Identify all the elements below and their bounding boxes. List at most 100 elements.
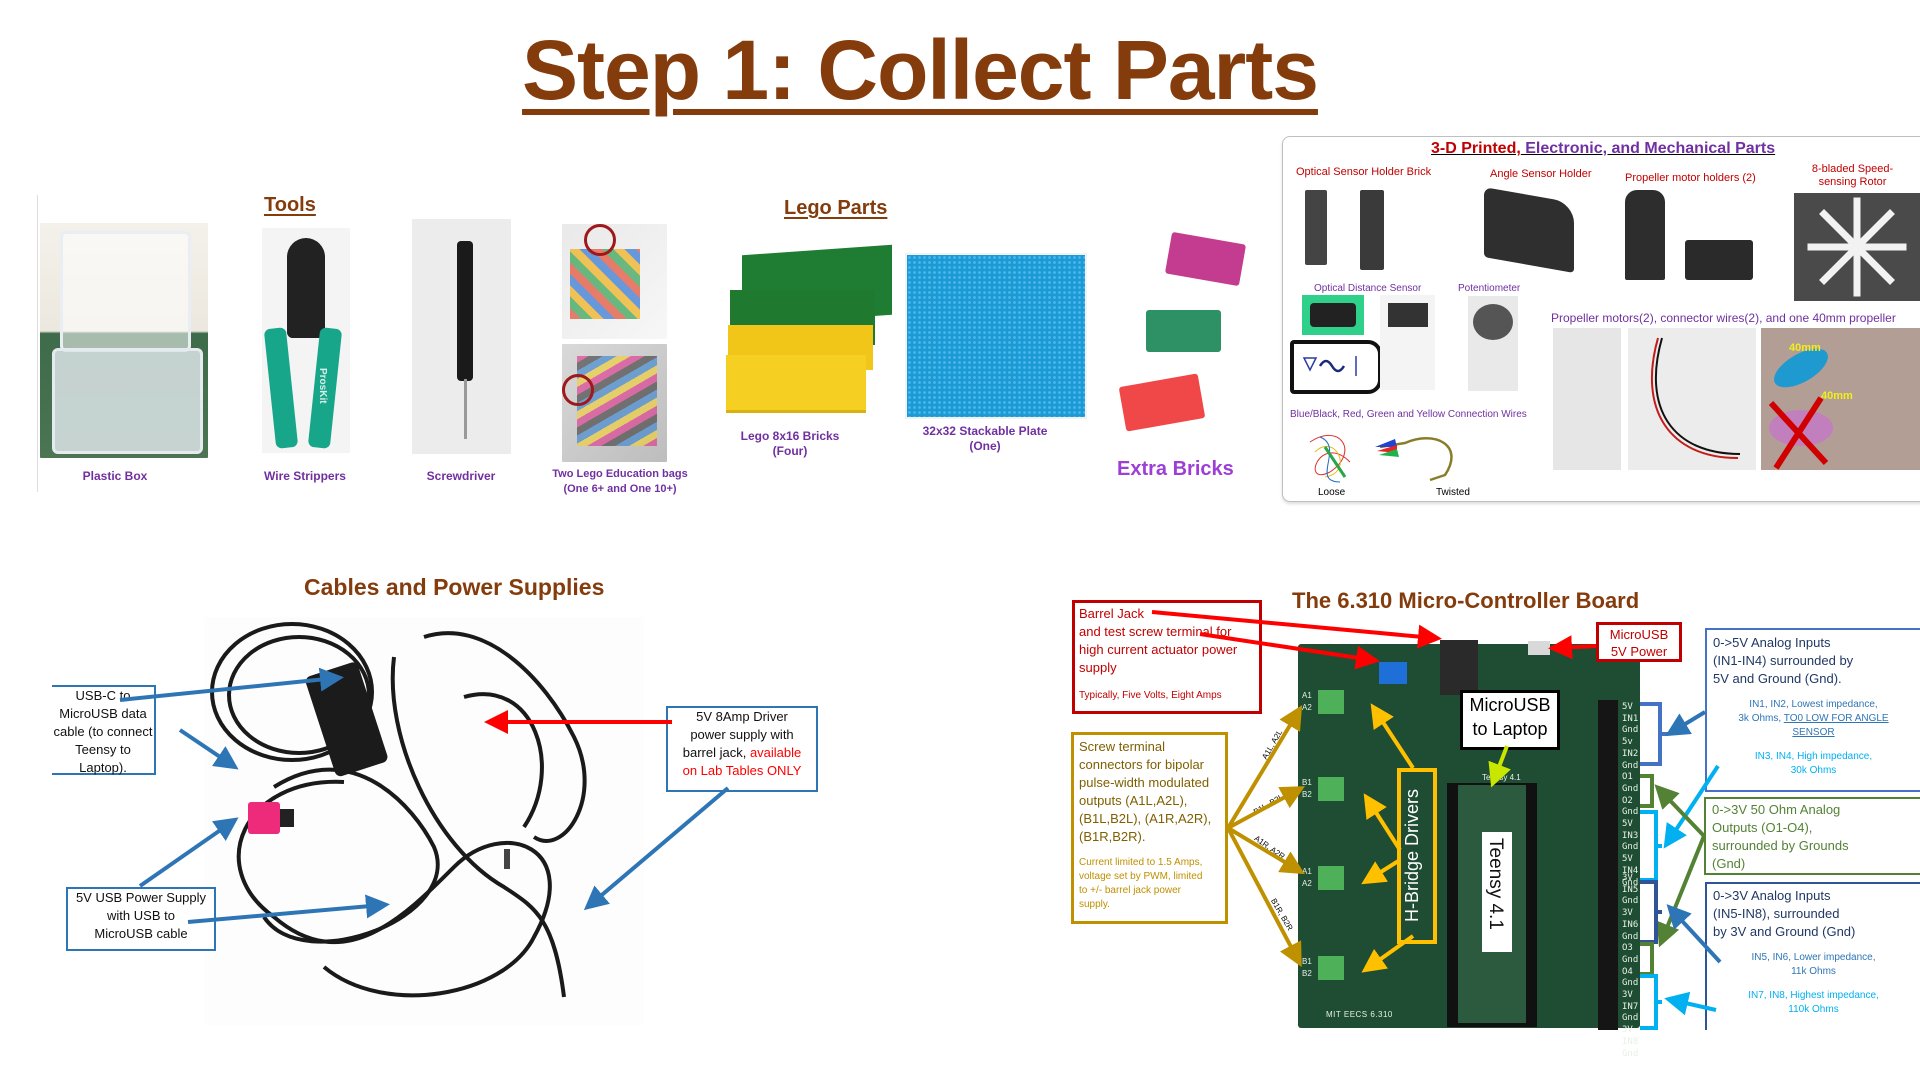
in78-note-line: 110k Ohms	[1788, 1004, 1839, 1015]
potentiometer-knob	[1473, 304, 1513, 340]
lego-bricks-label-line1: Lego 8x16 Bricks	[740, 429, 840, 443]
too-low-warning: TO0 LOW FOR ANGLE	[1783, 713, 1889, 724]
pin-label: Gnd	[1622, 725, 1639, 736]
analog-5v-inputs-callout: 0->5V Analog Inputs (IN1-IN4) surrounded…	[1705, 628, 1920, 792]
potentiometer-photo	[1468, 296, 1518, 391]
arrow-label-a1l-a2l: A1L, A2L	[1260, 728, 1285, 761]
optical-sensor-schematic	[1290, 340, 1382, 394]
in56-note-line: IN5, IN6, Lower impedance,	[1751, 952, 1876, 963]
lego-bag-6plus-photo	[562, 224, 667, 339]
plastic-box-label: Plastic Box	[82, 469, 148, 483]
in12-note-line: IN1, IN2, Lowest impedance,	[1749, 699, 1878, 710]
lego-bricks-label-line2: (Four)	[772, 444, 808, 458]
microusb-laptop-callout: MicroUSB to Laptop	[1460, 690, 1560, 750]
screwdriver-photo	[412, 219, 511, 454]
pin-label: Gnd	[1622, 954, 1639, 965]
terminal-label: B2	[1302, 969, 1312, 978]
pin-label: Gnd	[1622, 1013, 1639, 1024]
pin-label: O1	[1622, 772, 1633, 783]
usb-supply-callout-line: 5V USB Power Supply	[75, 890, 207, 905]
barrel-jack-line: high current actuator power	[1079, 642, 1238, 657]
extra-brick-red	[1118, 373, 1206, 432]
board-heading: The 6.310 Micro-Controller Board	[1292, 588, 1640, 613]
pin-label: Gnd	[1622, 896, 1639, 907]
plastic-box-photo	[40, 223, 208, 458]
connector-wires-photo	[1628, 328, 1756, 470]
bracket	[1640, 942, 1654, 976]
parts-heading-purple: Electronic, and Mechanical Parts	[1520, 140, 1776, 157]
parts-panel-heading: 3-D Printed, Electronic, and Mechanical …	[1431, 140, 1775, 158]
lego-bag-pieces	[570, 249, 640, 319]
arrow-label-a1r-a2r: A1R, A2R	[1252, 833, 1287, 862]
pin-label: 5V	[1622, 854, 1633, 865]
stackable-plate	[907, 255, 1085, 417]
cables-heading: Cables and Power Supplies	[304, 574, 605, 600]
holder-brick-photo	[1305, 190, 1327, 265]
arrow	[1654, 784, 1706, 838]
tools-heading: Tools	[264, 194, 316, 216]
in78-note-line: IN7, IN8, Highest impedance,	[1748, 990, 1879, 1001]
microusb-laptop-line: to Laptop	[1472, 719, 1548, 739]
rotor-label-line2: sensing Rotor	[1818, 176, 1887, 188]
pin-label: 5V	[1622, 819, 1633, 830]
arrow-label-b1r-b2r: B1R, B2R	[1268, 896, 1295, 933]
lego-bags-label: Two Lego Education bags (One 6+ and One …	[550, 467, 690, 497]
screw-terminal-line: (B1R,B2R).	[1079, 829, 1146, 844]
in34-note-line: 30k Ohms	[1790, 765, 1837, 776]
pin-header-top	[1598, 700, 1618, 888]
rotor-label: 8-bladed Speed- sensing Rotor	[1785, 163, 1920, 189]
screw-note-line: supply.	[1079, 899, 1110, 910]
sensor-body	[1310, 303, 1356, 327]
pin-label: Gnd	[1622, 978, 1639, 989]
barrel-jack-line: Barrel Jack	[1079, 606, 1145, 621]
screw-note-line: to +/- barrel jack power	[1079, 885, 1181, 896]
screw-terminal	[1318, 956, 1344, 980]
analog-outputs-callout: 0->3V 50 Ohm Analog Outputs (O1-O4), sur…	[1704, 797, 1920, 875]
terminal-label: A2	[1302, 703, 1312, 712]
pin-label: Gnd	[1622, 760, 1639, 771]
twisted-wires-photo	[1375, 425, 1465, 485]
box-base	[52, 348, 203, 454]
pin-label: Gnd	[1622, 877, 1639, 888]
bracket	[1640, 702, 1668, 766]
cables-photo	[204, 617, 644, 1025]
hbridge-box	[1397, 768, 1437, 944]
in34-note-line: IN3, IN4, High impedance,	[1754, 751, 1873, 762]
component-body	[1388, 303, 1428, 327]
lab-tables-only-label: on Lab Tables ONLY	[682, 763, 802, 778]
bracket	[1640, 810, 1662, 882]
microusb-power-line: MicroUSB	[1609, 627, 1669, 642]
stripper-brand: ProsKit	[317, 368, 328, 404]
bracket	[1640, 880, 1662, 944]
too-low-warning: SENSOR	[1792, 727, 1835, 738]
optical-sensor-photo	[1302, 295, 1364, 335]
in56-note-line: 11k Ohms	[1791, 966, 1836, 977]
hbridge-label: H-Bridge Drivers	[1402, 788, 1422, 922]
potentiometer-label: Potentiometer	[1458, 283, 1521, 294]
propeller-dim-label: 40mm	[1789, 342, 1821, 354]
microusb-power-callout: MicroUSB 5V Power	[1596, 622, 1682, 662]
barrel-jack-note: Typically, Five Volts, Eight Amps	[1079, 690, 1222, 701]
screw-terminal-line: connectors for bipolar	[1079, 757, 1205, 772]
in5v-line: (IN1-IN4) surrounded by	[1713, 653, 1854, 668]
pin-label: IN2	[1622, 748, 1639, 759]
pin-label: Gnd	[1622, 1048, 1639, 1059]
pin-label: IN4	[1622, 865, 1639, 876]
parts-heading-red: 3-D Printed,	[1431, 140, 1521, 157]
barrel-jack-callout: Barrel Jack and test screw terminal for …	[1072, 600, 1262, 714]
pin-label: Gnd	[1622, 783, 1639, 794]
terminal-label: B1	[1302, 778, 1312, 787]
out-line: (Gnd)	[1712, 856, 1746, 871]
rotor-photo	[1794, 193, 1920, 301]
screwdriver-handle	[457, 241, 473, 381]
extra-bricks-label: Extra Bricks	[1117, 458, 1234, 480]
extra-brick-green	[1146, 310, 1221, 352]
pin-label: 3V	[1622, 990, 1633, 1001]
screw-terminal	[1318, 866, 1344, 890]
terminal-label: A2	[1302, 879, 1312, 888]
rotor-icon	[1807, 197, 1907, 297]
in5v-line: 0->5V Analog Inputs	[1713, 635, 1831, 650]
screw-terminal-line: (B1L,B2L), (A1R,A2R),	[1079, 811, 1212, 826]
